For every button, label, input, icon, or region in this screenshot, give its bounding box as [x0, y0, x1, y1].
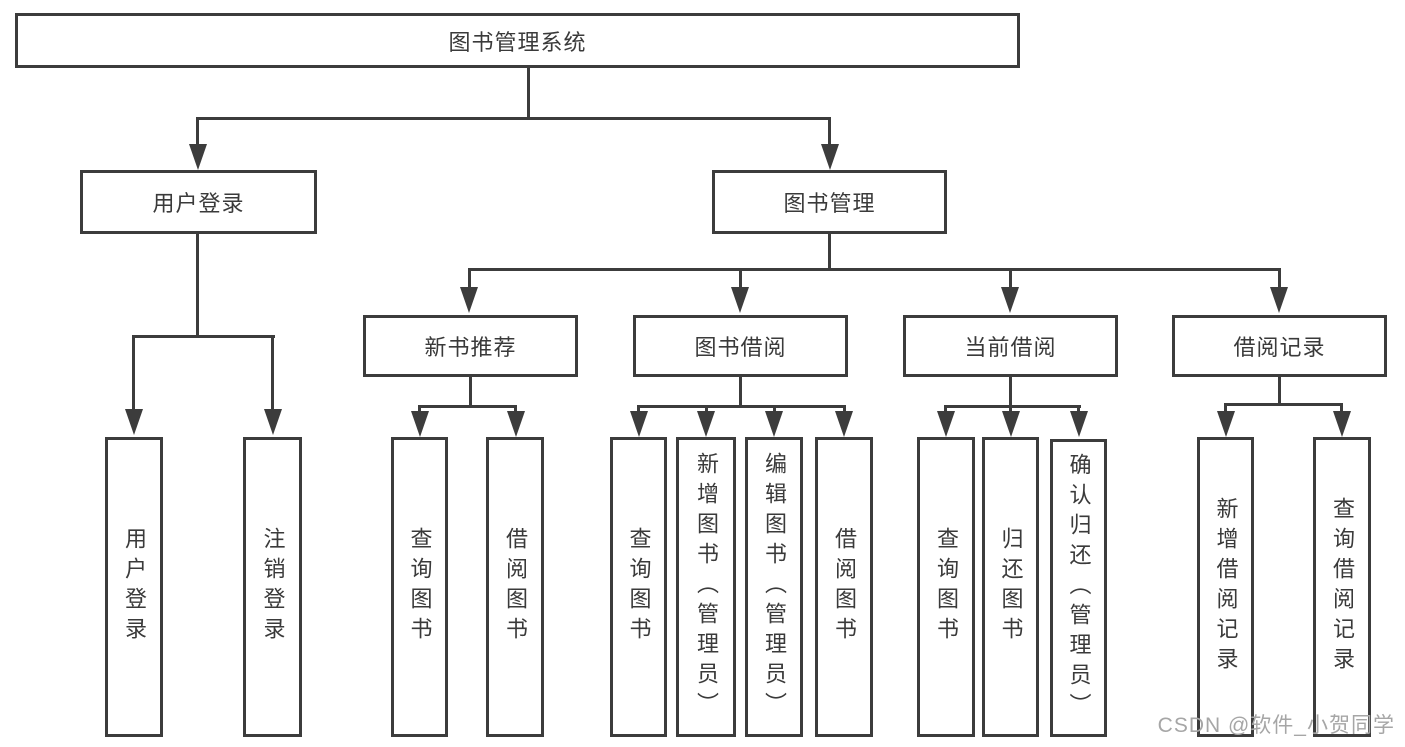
connector-br-horizontal: [1224, 403, 1343, 406]
connector-bb-vertical: [739, 377, 742, 408]
connector-nbr-vertical: [469, 377, 472, 408]
node-br-add-record-label: 新增借阅记录: [1213, 497, 1239, 677]
arrowhead-borrowing-records: [1270, 287, 1288, 313]
arrowhead-nbr-query: [411, 411, 429, 437]
node-new-book-recommend: 新书推荐: [363, 315, 578, 377]
arrowhead-cb-confirm: [1070, 411, 1088, 437]
node-nbr-query-books: 查询图书: [391, 437, 448, 737]
node-new-book-recommend-label: 新书推荐: [424, 335, 517, 360]
node-book-management-system-label: 图书管理系统: [448, 29, 587, 55]
node-cb-return-books-label: 归还图书: [998, 527, 1024, 647]
node-br-add-record: 新增借阅记录: [1197, 437, 1254, 737]
connector-stem-logout: [271, 335, 274, 411]
node-book-borrowing-label: 图书借阅: [694, 335, 787, 360]
node-user-login-label: 用户登录: [122, 527, 147, 647]
connector-nbr-horizontal: [418, 405, 517, 408]
node-current-borrowing: 当前借阅: [903, 315, 1118, 377]
node-user-login: 用户登录: [105, 437, 163, 737]
connector-stem-br-add: [1224, 403, 1227, 413]
node-logout: 注销登录: [243, 437, 302, 737]
arrowhead-book-borrowing: [731, 287, 749, 313]
connector-br-vertical: [1278, 377, 1281, 406]
arrowhead-br-add: [1217, 411, 1235, 437]
arrowhead-current-borrowing: [1001, 287, 1019, 313]
connector-cb-horizontal: [944, 405, 1081, 408]
arrowhead-user-login: [125, 409, 143, 435]
connector-root-vertical: [527, 68, 530, 120]
csdn-watermark: CSDN @软件_小贺同学: [1157, 714, 1395, 737]
connector-stem-current-borrowing: [1009, 268, 1012, 289]
arrowhead-cb-return: [1002, 411, 1020, 437]
arrowhead-book-management-group: [821, 144, 839, 170]
node-logout-label: 注销登录: [260, 527, 286, 647]
node-user-login-group-label: 用户登录: [152, 191, 245, 216]
node-current-borrowing-label: 当前借阅: [964, 335, 1057, 360]
node-book-borrowing: 图书借阅: [633, 315, 848, 377]
node-bb-edit-books-admin-label: 编辑图书（管理员）: [762, 452, 787, 722]
connector-stem-book-borrowing: [739, 268, 742, 289]
connector-stem-bb-borrow: [843, 405, 846, 413]
connector-stem-user-login: [132, 335, 135, 411]
node-nbr-borrow-books-label: 借阅图书: [503, 527, 528, 647]
connector-root-horizontal: [196, 117, 831, 120]
connector-stem-nbr-query: [418, 405, 421, 413]
arrowhead-nbr-borrow: [507, 411, 525, 437]
connector-book-mgmt-horizontal: [468, 268, 1281, 271]
connector-stem-new-book-recommend: [468, 268, 471, 289]
node-bb-query-books: 查询图书: [610, 437, 667, 737]
connector-stem-cb-query: [944, 405, 947, 413]
arrowhead-user-login-group: [189, 144, 207, 170]
node-br-query-record-label: 查询借阅记录: [1330, 497, 1355, 677]
arrowhead-br-query: [1333, 411, 1351, 437]
node-cb-return-books: 归还图书: [982, 437, 1039, 737]
node-book-management-group: 图书管理: [712, 170, 947, 234]
connector-stem-br-query: [1340, 403, 1343, 413]
connector-stem-book-management-group: [828, 117, 831, 146]
node-nbr-borrow-books: 借阅图书: [486, 437, 544, 737]
node-bb-add-books-admin: 新增图书（管理员）: [676, 437, 736, 737]
node-cb-confirm-return-admin: 确认归还（管理员）: [1050, 439, 1107, 737]
connector-book-mgmt-vertical: [828, 234, 831, 271]
connector-stem-bb-edit: [773, 405, 776, 413]
node-bb-add-books-admin-label: 新增图书（管理员）: [694, 452, 719, 722]
node-book-management-system: 图书管理系统: [15, 13, 1020, 68]
arrowhead-bb-query: [630, 411, 648, 437]
node-bb-query-books-label: 查询图书: [626, 527, 652, 647]
arrowhead-cb-query: [937, 411, 955, 437]
connector-stem-nbr-borrow: [514, 405, 517, 413]
connector-stem-bb-add: [705, 405, 708, 413]
node-cb-query-books-label: 查询图书: [934, 527, 959, 647]
connector-stem-cb-confirm: [1077, 405, 1080, 413]
connector-stem-borrowing-records: [1278, 268, 1281, 289]
node-cb-confirm-return-admin-label: 确认归还（管理员）: [1066, 453, 1092, 723]
arrowhead-bb-add: [697, 411, 715, 437]
connector-stem-cb-return: [1009, 405, 1012, 413]
connector-bb-horizontal: [637, 405, 846, 408]
arrowhead-bb-borrow: [835, 411, 853, 437]
connector-user-login-horizontal: [132, 335, 275, 338]
node-bb-borrow-books-label: 借阅图书: [832, 527, 857, 647]
node-nbr-query-books-label: 查询图书: [407, 527, 433, 647]
node-user-login-group: 用户登录: [80, 170, 317, 234]
node-bb-edit-books-admin: 编辑图书（管理员）: [745, 437, 803, 737]
connector-stem-bb-query: [637, 405, 640, 413]
node-book-management-group-label: 图书管理: [783, 191, 876, 216]
node-br-query-record: 查询借阅记录: [1313, 437, 1371, 737]
connector-cb-vertical: [1009, 377, 1012, 408]
connector-user-login-vertical: [196, 234, 199, 338]
node-cb-query-books: 查询图书: [917, 437, 975, 737]
connector-stem-user-login-group: [196, 117, 199, 146]
node-borrowing-records: 借阅记录: [1172, 315, 1387, 377]
arrowhead-logout: [264, 409, 282, 435]
node-borrowing-records-label: 借阅记录: [1233, 335, 1326, 360]
arrowhead-bb-edit: [765, 411, 783, 437]
arrowhead-new-book-recommend: [460, 287, 478, 313]
node-bb-borrow-books: 借阅图书: [815, 437, 873, 737]
